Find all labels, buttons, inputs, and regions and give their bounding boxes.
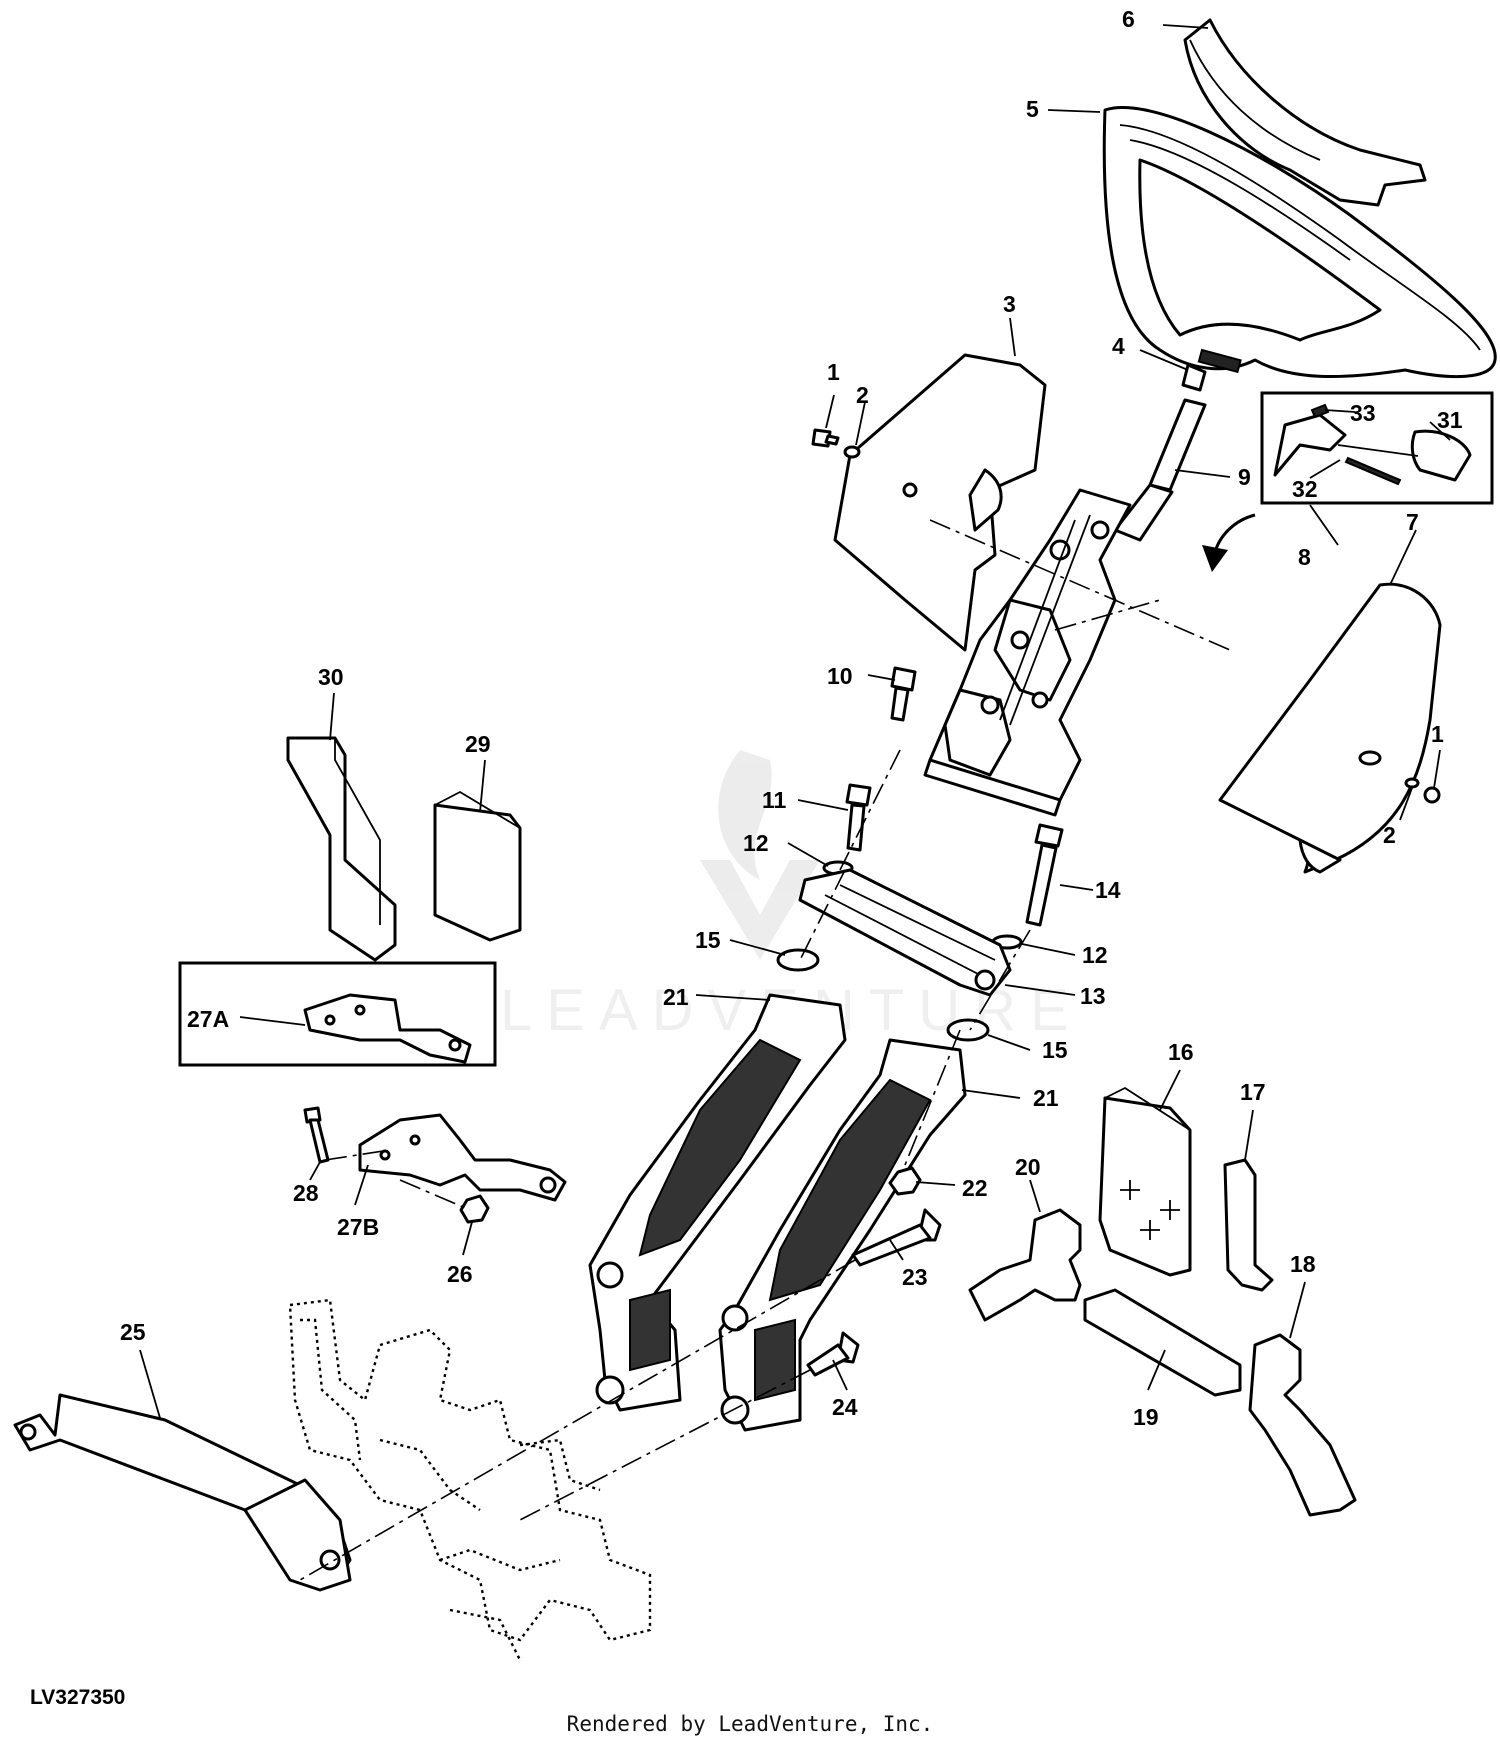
callout-32: 32 (1292, 476, 1318, 502)
callout-24: 24 (832, 1394, 858, 1420)
part-21-left-arm (588, 993, 847, 1412)
part-30-bracket (286, 736, 397, 962)
part-10-bolt (890, 666, 917, 722)
part-22-nut (888, 1166, 922, 1196)
callout-21-left: 21 (663, 984, 689, 1010)
callout-21-right: 21 (1033, 1085, 1059, 1111)
part-15-bushing-right (946, 1018, 990, 1042)
part-15-bushing-left (776, 948, 820, 972)
callout-12-left: 12 (743, 830, 769, 856)
ghost-frame-outline (288, 1298, 652, 1661)
part-17-bracket (1223, 1158, 1274, 1292)
callout-15-right: 15 (1042, 1037, 1068, 1063)
callout-20: 20 (1015, 1154, 1041, 1180)
part-3-left-shroud (833, 353, 1047, 652)
part-23-bolt (851, 1208, 942, 1267)
callout-8: 8 (1298, 544, 1311, 570)
callout-18: 18 (1290, 1251, 1316, 1277)
part-27b-bracket (358, 1113, 567, 1202)
part-16-block (1098, 1086, 1192, 1277)
callout-4: 4 (1112, 333, 1125, 359)
callout-labels: 6 5 3 4 1 2 33 31 9 32 7 8 10 1 11 2 12 … (120, 6, 1463, 1430)
part-27a-inset-bracket (178, 961, 497, 1067)
callout-19: 19 (1133, 1404, 1159, 1430)
assembly-centerlines (299, 519, 1231, 1581)
part-18-mount (1248, 1333, 1357, 1517)
callout-1-left: 1 (827, 359, 840, 385)
part-5-steering-wheel (1102, 106, 1497, 379)
callout-25: 25 (120, 1319, 146, 1345)
part-26-nut (459, 1194, 490, 1224)
part-1-screw-right (1423, 786, 1441, 804)
part-24-bolt (806, 1331, 860, 1377)
callout-12-right: 12 (1082, 942, 1108, 968)
callout-23: 23 (902, 1264, 928, 1290)
part-28-bolt (303, 1106, 330, 1164)
part-2-washer-right (1404, 777, 1420, 789)
callout-2-right: 2 (1383, 822, 1396, 848)
part-7-right-shroud (1218, 582, 1442, 874)
callout-9: 9 (1238, 464, 1251, 490)
callout-27a: 27A (187, 1006, 229, 1032)
callout-10: 10 (827, 663, 853, 689)
callout-1-right: 1 (1431, 721, 1444, 747)
callout-13: 13 (1080, 983, 1106, 1009)
callout-27b: 27B (337, 1214, 379, 1240)
part-11-bolt (845, 783, 872, 852)
callout-17: 17 (1240, 1079, 1266, 1105)
callout-33: 33 (1350, 400, 1376, 426)
callout-14: 14 (1095, 877, 1121, 903)
callout-28: 28 (293, 1180, 319, 1206)
part-6-wheel-cover (1183, 18, 1427, 207)
part-21-right-arm (718, 1038, 967, 1432)
callout-6: 6 (1122, 6, 1135, 32)
callout-26: 26 (447, 1261, 473, 1287)
rotation-arrow (1202, 513, 1256, 572)
part-8-inset-lever-kit (1260, 391, 1494, 505)
part-4-nut (1181, 363, 1207, 392)
rendered-by-credit: Rendered by LeadVenture, Inc. (566, 1712, 934, 1736)
part-20-mount (968, 1208, 1082, 1322)
callout-29: 29 (465, 731, 491, 757)
part-13-mounting-plate (798, 868, 1012, 997)
part-14-bolt (1025, 823, 1064, 927)
callout-30: 30 (318, 664, 344, 690)
part-19-bar (1083, 1288, 1242, 1397)
leader-lines (139, 24, 1451, 1419)
callout-31: 31 (1437, 407, 1463, 433)
callout-15-left: 15 (695, 927, 721, 953)
part-2-washer-left (843, 445, 861, 459)
callout-11: 11 (762, 787, 787, 813)
callout-7: 7 (1406, 509, 1419, 535)
part-29-pad (433, 790, 522, 942)
callout-3: 3 (1003, 291, 1016, 317)
part-9-steering-column (923, 398, 1207, 817)
callout-5: 5 (1026, 96, 1039, 122)
callout-16: 16 (1168, 1039, 1194, 1065)
part-1-screw-left (811, 428, 840, 448)
diagram-reference-number: LV327350 (30, 1686, 126, 1709)
watermark-logo (700, 750, 820, 960)
callout-2-left: 2 (856, 382, 869, 408)
part-25-shield (13, 1393, 352, 1592)
callout-22: 22 (962, 1175, 988, 1201)
